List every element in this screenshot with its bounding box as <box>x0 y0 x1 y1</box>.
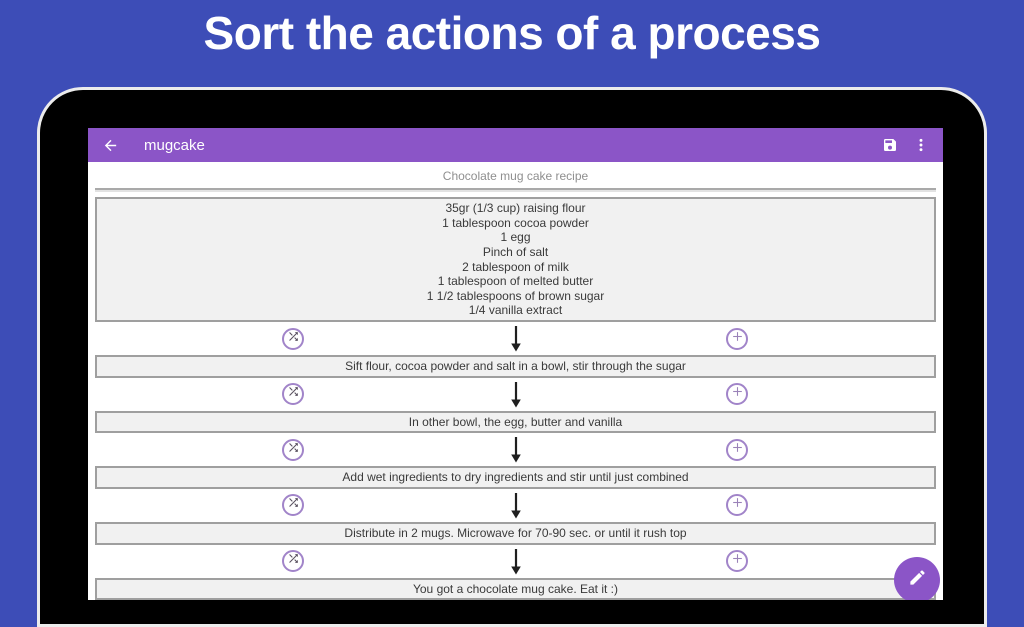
process-flow: 35gr (1/3 cup) raising flour 1 tablespoo… <box>95 197 936 600</box>
connector-row <box>95 545 936 578</box>
overflow-menu-button[interactable] <box>913 137 929 153</box>
down-arrow-icon <box>508 325 524 352</box>
toolbar: mugcake <box>88 128 943 162</box>
shuffle-button[interactable] <box>282 327 304 350</box>
save-button[interactable] <box>882 137 898 153</box>
connector-row <box>95 322 936 355</box>
add-action-button[interactable] <box>726 438 748 461</box>
plus-icon <box>731 441 744 459</box>
toolbar-title: mugcake <box>144 136 205 154</box>
add-action-button[interactable] <box>726 327 748 350</box>
node-final[interactable]: You got a chocolate mug cake. Eat it :) <box>95 577 936 600</box>
save-icon <box>882 137 898 153</box>
back-button[interactable] <box>102 137 119 154</box>
connector-row <box>95 433 936 466</box>
shuffle-icon <box>287 552 300 570</box>
down-arrow-icon <box>508 492 524 519</box>
app-screen: mugcake Chocolate mug cake recipe 35gr (… <box>88 128 943 600</box>
shuffle-icon <box>287 330 300 348</box>
plus-icon <box>731 552 744 570</box>
toolbar-actions <box>882 137 929 153</box>
process-title[interactable]: Chocolate mug cake recipe <box>442 169 589 183</box>
plus-icon <box>731 496 744 514</box>
down-arrow-icon <box>508 381 524 408</box>
node-step-1[interactable]: Sift flour, cocoa powder and salt in a b… <box>95 355 936 378</box>
shuffle-icon <box>287 496 300 514</box>
shuffle-button[interactable] <box>282 438 304 461</box>
overflow-menu-icon <box>913 137 929 153</box>
plus-icon <box>731 330 744 348</box>
add-action-button[interactable] <box>726 550 748 572</box>
node-step-2[interactable]: In other bowl, the egg, butter and vanil… <box>95 410 936 434</box>
shuffle-button[interactable] <box>282 383 304 406</box>
edit-fab-button[interactable] <box>894 557 940 600</box>
node-step-3[interactable]: Add wet ingredients to dry ingredients a… <box>95 466 936 489</box>
banner-title: Sort the actions of a process <box>203 7 821 59</box>
node-step-4[interactable]: Distribute in 2 mugs. Microwave for 70-9… <box>95 521 936 545</box>
edit-pencil-icon <box>908 568 927 592</box>
shuffle-icon <box>287 441 300 459</box>
shuffle-button[interactable] <box>282 550 304 572</box>
node-ingredients[interactable]: 35gr (1/3 cup) raising flour 1 tablespoo… <box>95 197 936 322</box>
add-action-button[interactable] <box>726 494 748 517</box>
shuffle-button[interactable] <box>282 494 304 517</box>
back-arrow-icon <box>102 137 119 154</box>
down-arrow-icon <box>508 436 524 463</box>
shuffle-icon <box>287 385 300 403</box>
connector-row <box>95 378 936 411</box>
add-action-button[interactable] <box>726 383 748 406</box>
plus-icon <box>731 385 744 403</box>
down-arrow-icon <box>508 548 524 575</box>
title-divider <box>95 188 936 192</box>
connector-row <box>95 489 936 522</box>
